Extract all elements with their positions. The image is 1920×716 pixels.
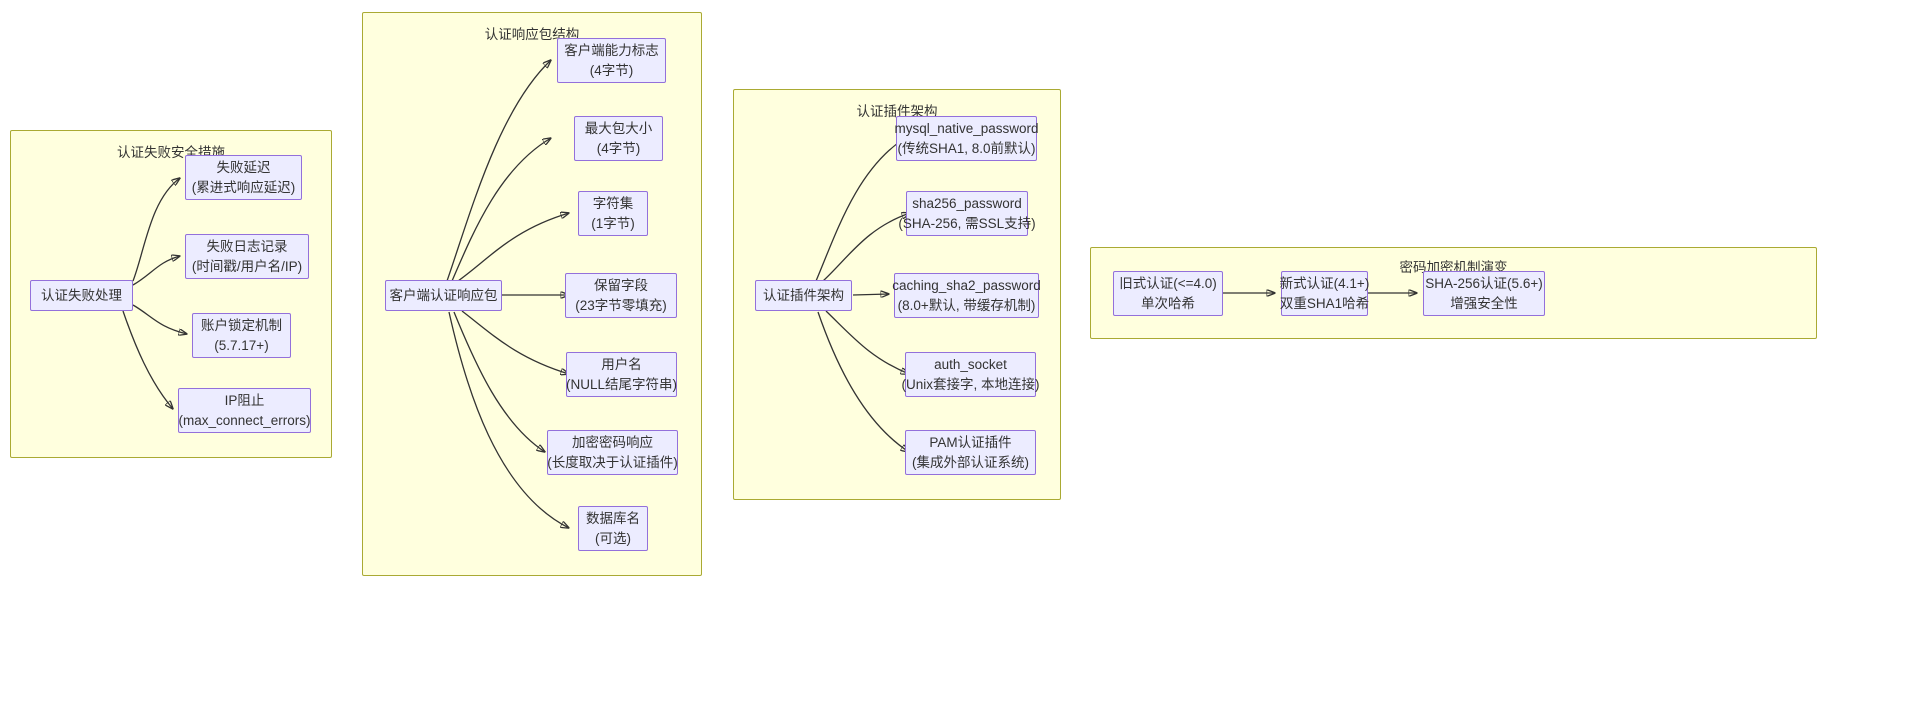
subgraph-title: 认证响应包结构: [484, 27, 580, 42]
node-label-line1: 认证插件架构: [763, 287, 844, 303]
node-plugin-root[interactable]: 认证插件架构: [755, 280, 852, 311]
node-label-line2: (集成外部认证系统): [912, 454, 1029, 470]
node-label-line1: 最大包大小: [584, 121, 653, 137]
node-label-line2: (5.7.17+): [214, 337, 269, 353]
node-fail-delay[interactable]: 失败延迟 (累进式响应延迟): [185, 155, 302, 200]
node-mysql-native-password[interactable]: mysql_native_password (传统SHA1, 8.0前默认): [894, 116, 1039, 161]
node-label-line2: (SHA-256, 需SSL支持): [898, 215, 1036, 231]
node-label-line2: (传统SHA1, 8.0前默认): [897, 140, 1036, 156]
node-label-line2: (1字节): [591, 215, 635, 231]
node-label-line1: 字符集: [592, 196, 634, 212]
node-label-line2: (时间戳/用户名/IP): [191, 258, 303, 274]
node-account-lock[interactable]: 账户锁定机制 (5.7.17+): [192, 313, 291, 358]
node-capability-flags[interactable]: 客户端能力标志 (4字节): [557, 38, 666, 83]
node-old-auth[interactable]: 旧式认证(<=4.0) 单次哈希: [1113, 271, 1223, 316]
node-label-line2: (8.0+默认, 带缓存机制): [897, 297, 1036, 313]
node-label-line1: 数据库名: [586, 511, 640, 527]
node-label-line1: 加密密码响应: [572, 435, 653, 451]
node-label-line2: (4字节): [596, 140, 641, 156]
node-label-line2: (可选): [595, 530, 631, 546]
node-label-line2: (max_connect_errors): [178, 412, 311, 428]
node-sha256-password[interactable]: sha256_password (SHA-256, 需SSL支持): [898, 191, 1036, 236]
node-label-line1: 新式认证(4.1+): [1279, 276, 1370, 292]
node-label-line1: 用户名: [601, 357, 642, 373]
node-client-auth-response[interactable]: 客户端认证响应包: [385, 280, 502, 311]
node-fail-log[interactable]: 失败日志记录 (时间戳/用户名/IP): [185, 234, 309, 279]
node-label-line1: SHA-256认证(5.6+): [1425, 276, 1543, 292]
node-new-auth[interactable]: 新式认证(4.1+) 双重SHA1哈希: [1279, 271, 1370, 316]
node-charset[interactable]: 字符集 (1字节): [578, 191, 648, 236]
node-username[interactable]: 用户名 (NULL结尾字符串): [566, 352, 677, 397]
node-auth-failure-root[interactable]: 认证失败处理: [30, 280, 133, 311]
node-auth-socket[interactable]: auth_socket (Unix套接字, 本地连接): [902, 352, 1040, 397]
node-label-line1: 失败日志记录: [206, 239, 288, 255]
node-label-line2: (Unix套接字, 本地连接): [901, 376, 1040, 392]
node-max-packet-size[interactable]: 最大包大小 (4字节): [574, 116, 663, 161]
node-label-line2: (23字节零填充): [575, 297, 667, 313]
node-label-line1: 认证失败处理: [41, 287, 122, 303]
node-label-line2: 单次哈希: [1141, 295, 1195, 311]
node-label-line1: 客户端认证响应包: [389, 287, 498, 303]
node-label-line1: 失败延迟: [216, 160, 271, 176]
node-label-line2: (累进式响应延迟): [191, 179, 296, 195]
node-label-line2: 增强安全性: [1450, 295, 1518, 311]
node-label-line1: 账户锁定机制: [201, 318, 282, 334]
node-pam-plugin[interactable]: PAM认证插件 (集成外部认证系统): [905, 430, 1036, 475]
node-encrypted-password[interactable]: 加密密码响应 (长度取决于认证插件): [547, 430, 678, 475]
node-label-line1: 客户端能力标志: [564, 43, 659, 59]
node-label-line1: sha256_password: [912, 196, 1022, 212]
node-reserved-field[interactable]: 保留字段 (23字节零填充): [565, 273, 677, 318]
node-sha256-auth[interactable]: SHA-256认证(5.6+) 增强安全性: [1423, 271, 1545, 316]
node-label-line1: IP阻止: [224, 393, 265, 409]
node-ip-block[interactable]: IP阻止 (max_connect_errors): [178, 388, 311, 433]
node-label-line1: 旧式认证(<=4.0): [1119, 276, 1217, 292]
node-label-line2: (NULL结尾字符串): [566, 376, 678, 392]
node-database-name[interactable]: 数据库名 (可选): [578, 506, 648, 551]
node-label-line1: mysql_native_password: [894, 121, 1039, 137]
node-label-line2: 双重SHA1哈希: [1279, 295, 1370, 311]
node-label-line1: auth_socket: [934, 357, 1007, 373]
node-label-line1: PAM认证插件: [929, 435, 1012, 451]
node-label-line1: 保留字段: [594, 278, 648, 294]
node-label-line2: (长度取决于认证插件): [547, 454, 678, 470]
node-label-line2: (4字节): [589, 62, 634, 78]
subgraph-title: 认证插件架构: [856, 104, 938, 119]
node-label-line1: caching_sha2_password: [892, 278, 1041, 294]
node-caching-sha2-password[interactable]: caching_sha2_password (8.0+默认, 带缓存机制): [892, 273, 1041, 318]
